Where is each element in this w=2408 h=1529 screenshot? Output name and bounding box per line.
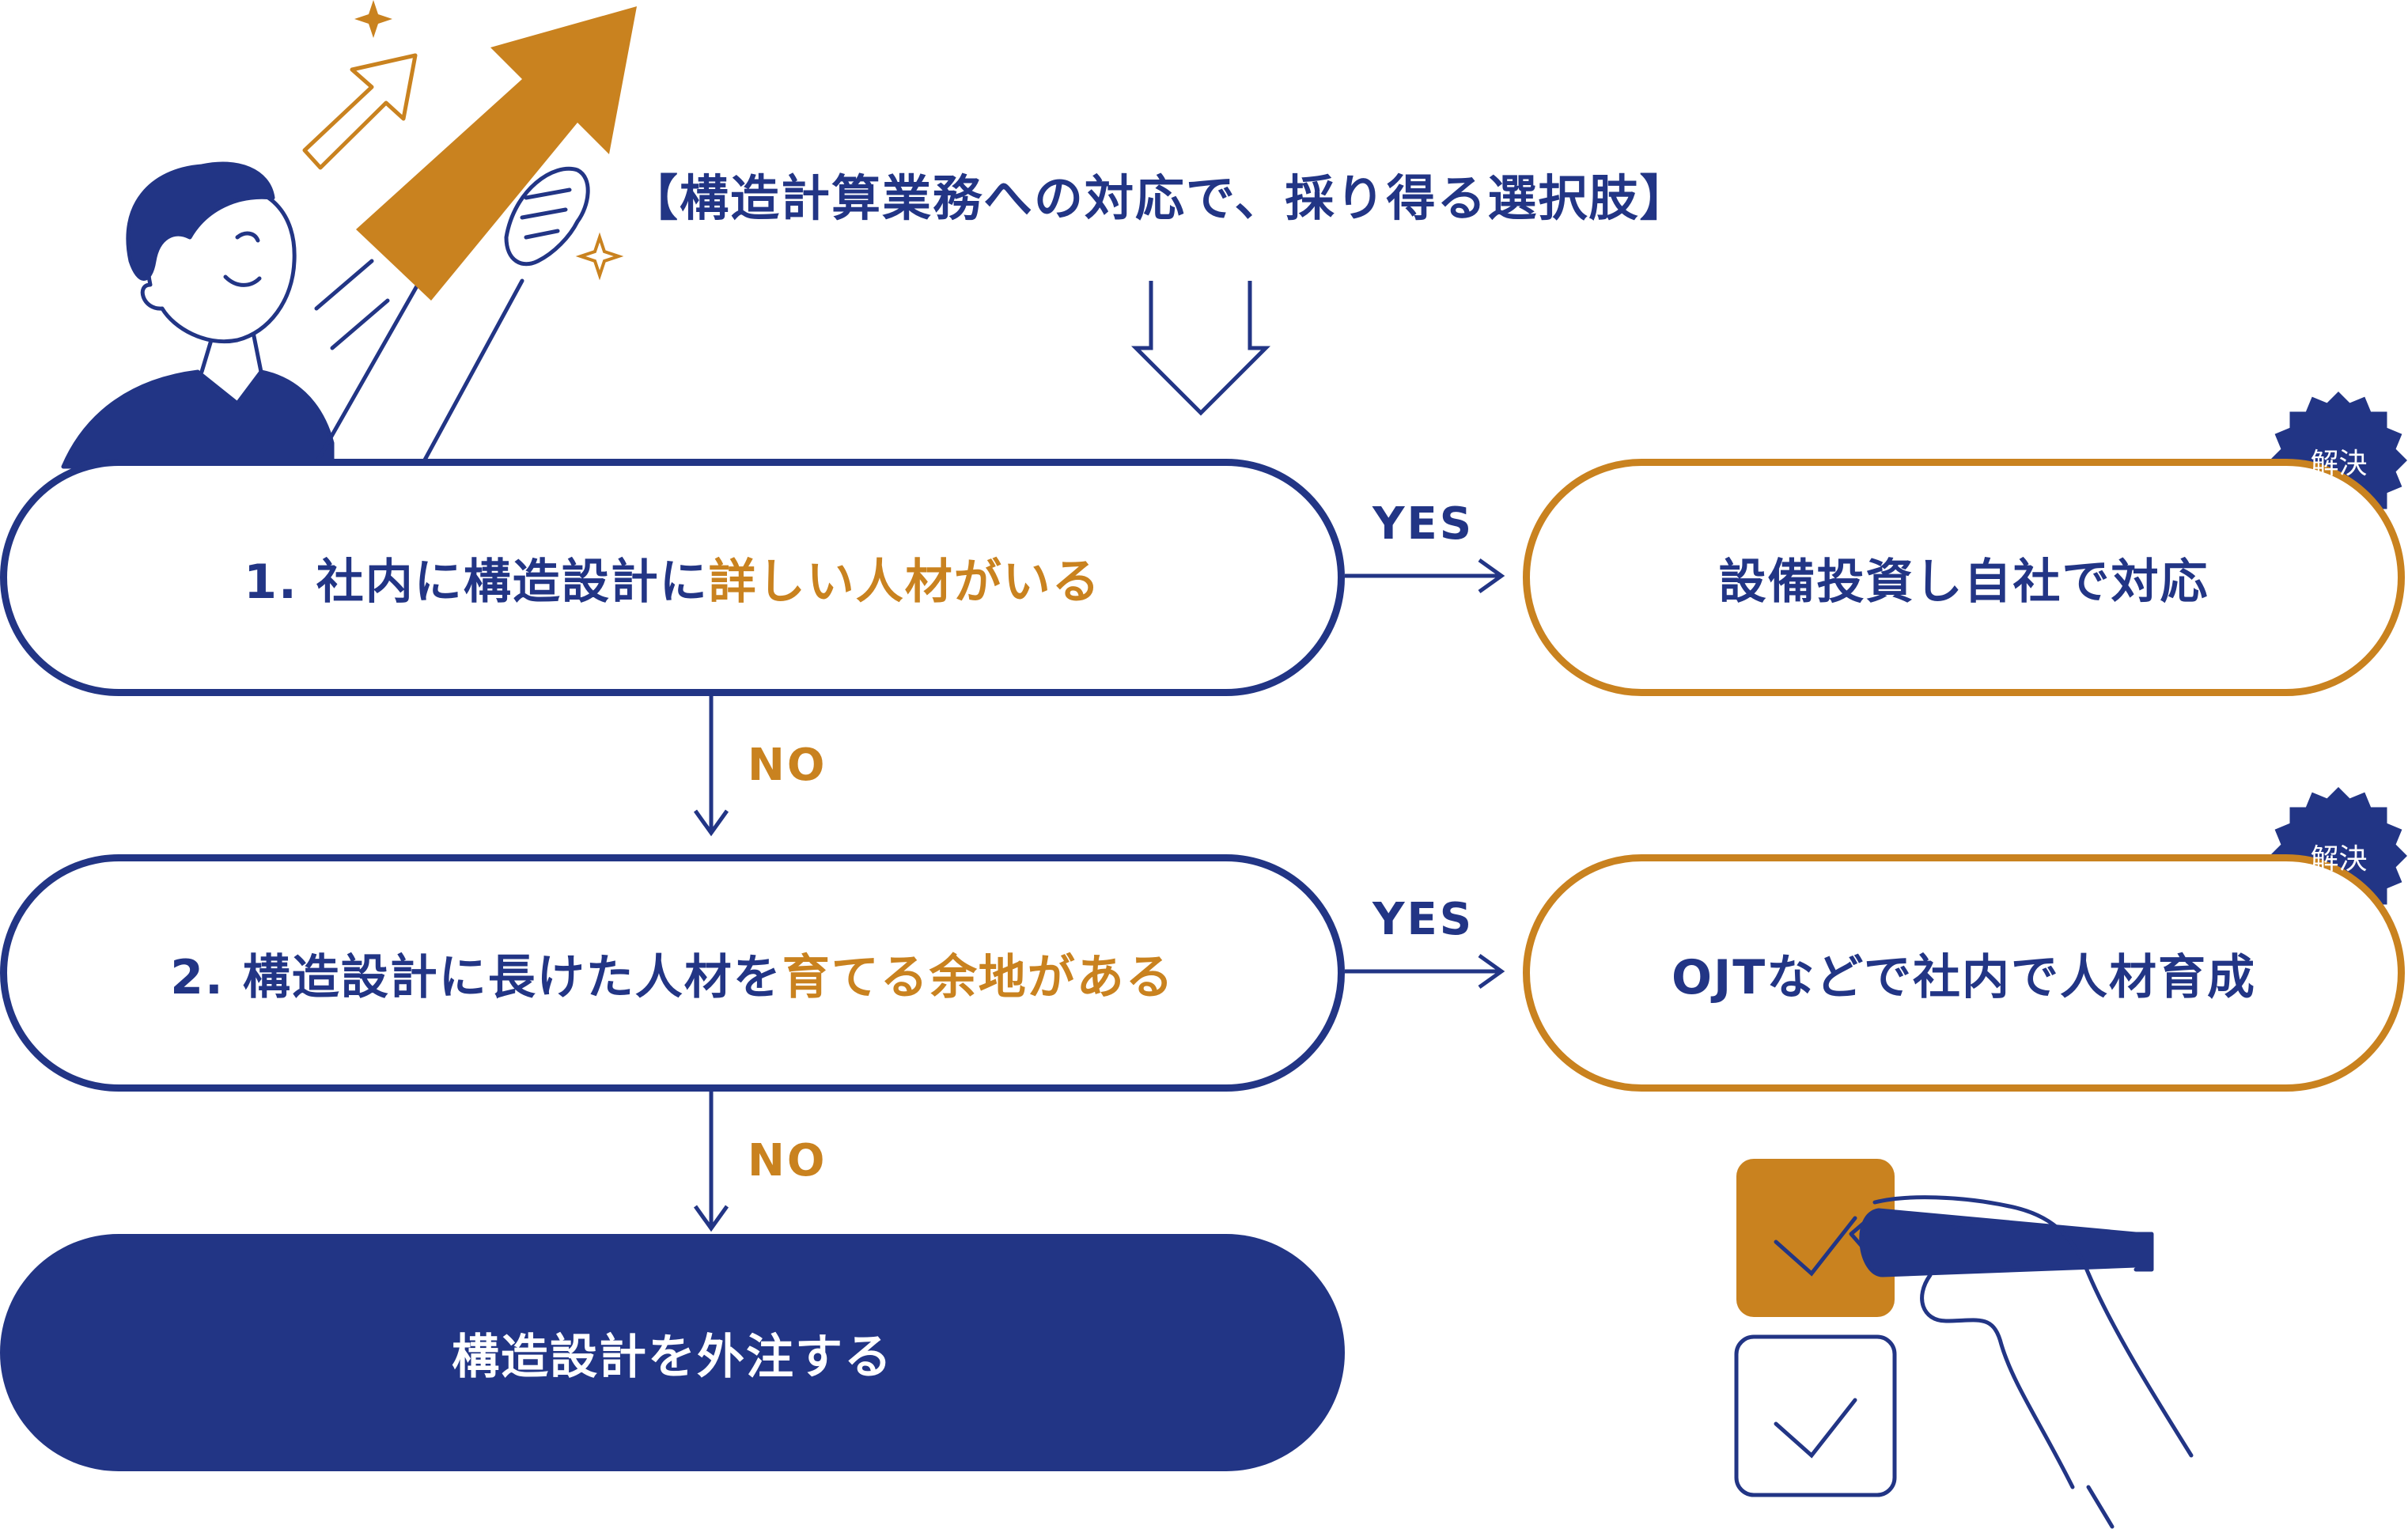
- sparkle-icon: [354, 0, 392, 38]
- hand-with-pen-illustration: [1849, 1195, 2194, 1529]
- no-arrow-1: [693, 696, 729, 837]
- big-arrow-icon: [356, 6, 637, 301]
- question-1-box: 1. 社内に構造設計に詳しい人材がいる: [0, 459, 1345, 696]
- question-1-prefix: 1. 社内に構造設計に: [244, 554, 709, 610]
- final-text: 構造設計を外注する: [452, 1329, 893, 1385]
- question-1-highlight: 詳しい人材がいる: [708, 554, 1101, 610]
- question-2-box: 2. 構造設計に長けた人材を育てる余地がある: [0, 854, 1345, 1092]
- yes-arrow-1: [1345, 558, 1505, 594]
- badge-2-text: 解決: [2310, 842, 2368, 876]
- checkbox-illustration: [1734, 1159, 1897, 1497]
- sparkle-icon: [575, 232, 624, 281]
- answer-1-text: 設備投資し自社で対応: [1718, 554, 2209, 610]
- badge-1-label-wrap: 解決: [2270, 392, 2408, 530]
- yes-label-1: YES: [1372, 498, 1475, 550]
- question-2-prefix: 2. 構造設計に長けた人材を: [170, 949, 782, 1005]
- badge-2-label-wrap: 解決: [2270, 787, 2408, 925]
- person-illustration: [61, 161, 590, 469]
- no-label-1: NO: [748, 740, 827, 791]
- answer-1-box: 設備投資し自社で対応: [1523, 459, 2405, 696]
- no-arrow-2: [693, 1092, 729, 1232]
- yes-label-2: YES: [1372, 894, 1475, 945]
- answer-2-text: OJTなどで社内で人材育成: [1671, 949, 2257, 1005]
- outline-arrow-icon: [302, 53, 418, 170]
- question-2-highlight: 育てる余地がある: [782, 949, 1175, 1005]
- diagram-title: 【構造計算業務への対応で、採り得る選択肢】: [629, 169, 1691, 227]
- final-box: 構造設計を外注する: [0, 1234, 1345, 1471]
- yes-arrow-2: [1345, 953, 1505, 990]
- answer-2-box: OJTなどで社内で人材育成: [1523, 854, 2405, 1092]
- down-outline-arrow-icon: [1130, 281, 1271, 416]
- badge-1-text: 解決: [2310, 447, 2368, 480]
- no-label-2: NO: [748, 1135, 827, 1186]
